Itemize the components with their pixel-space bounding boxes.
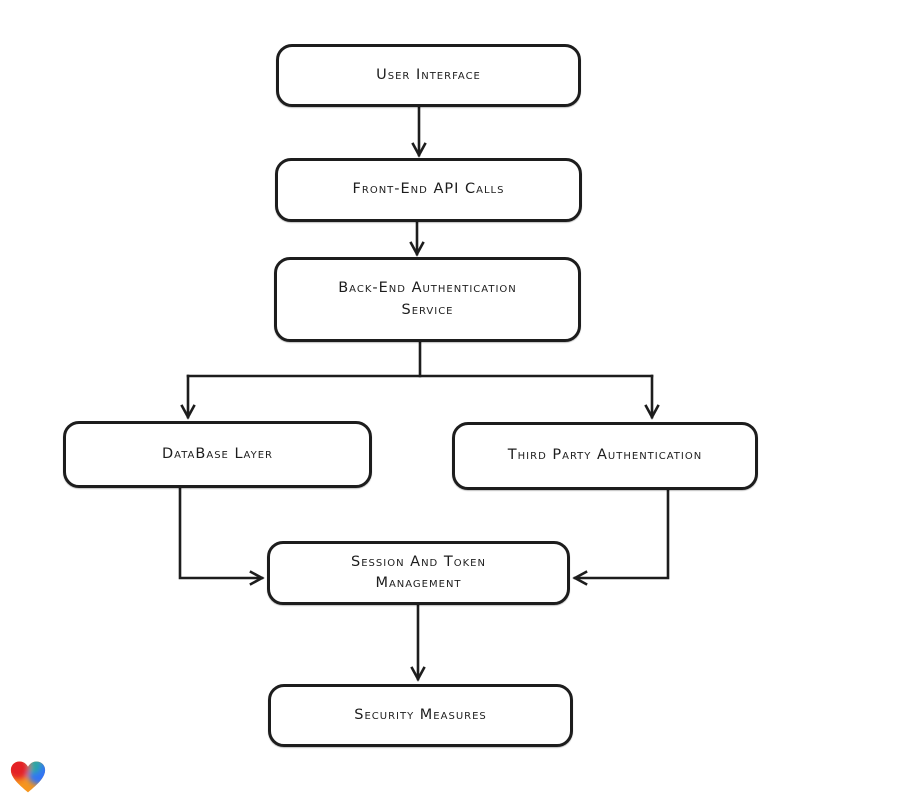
node-label: Third Party Authentication [507,447,703,464]
node-user-interface[interactable]: User Interface [276,44,581,107]
edge-thirdparty-to-session [572,488,670,586]
edge-database-to-session [178,486,265,586]
node-session-and-token-management[interactable]: Session And Token Management [267,541,570,605]
heart-icon [10,761,46,793]
node-label: User Interface [376,66,481,83]
node-label: DataBase Layer [162,445,273,462]
node-label: Security Measures [354,706,487,723]
node-database-layer[interactable]: DataBase Layer [63,421,372,488]
node-front-end-api-calls[interactable]: Front-End API Calls [275,158,582,222]
heart-logo[interactable] [9,759,47,795]
node-third-party-authentication[interactable]: Third Party Authentication [452,422,758,490]
node-back-end-authentication-service[interactable]: Back-End Authentication Service [274,257,581,342]
node-label: Back-End Authentication Service [338,280,517,318]
node-label: Session And Token Management [351,553,486,591]
node-security-measures[interactable]: Security Measures [268,684,573,747]
node-label: Front-End API Calls [352,181,505,198]
